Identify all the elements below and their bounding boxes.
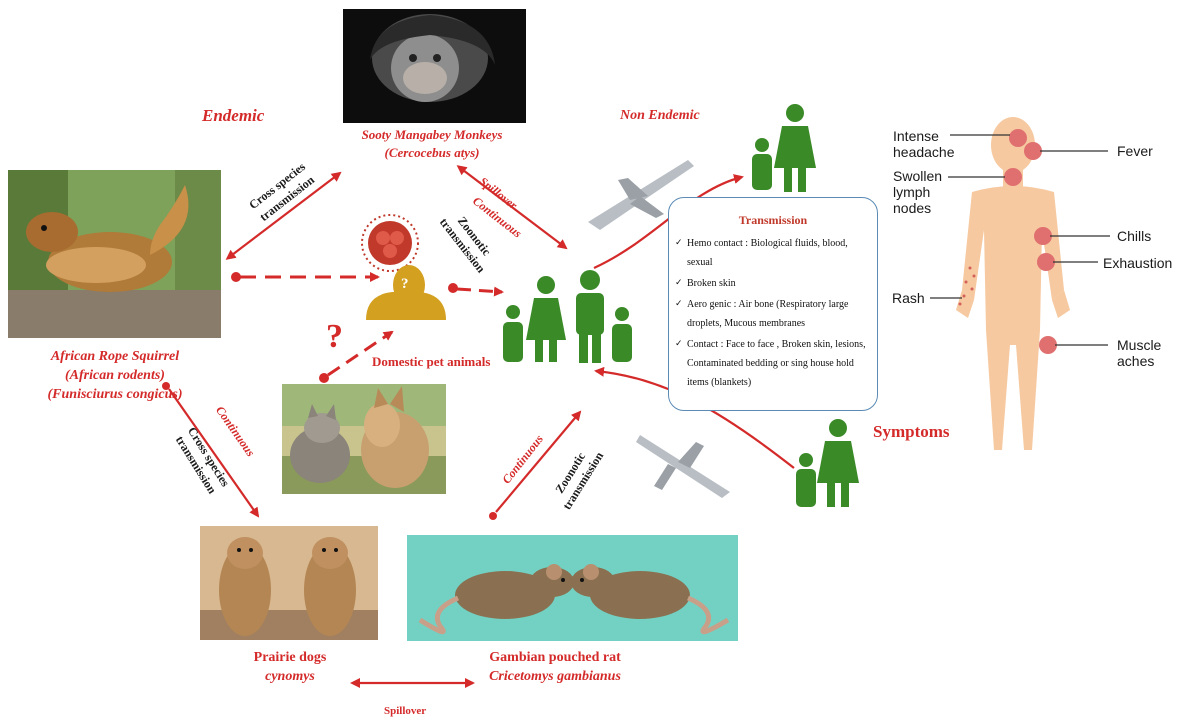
symptom-headache: Intense headache: [893, 128, 955, 160]
prairie-label: Prairie dogs cynomys: [220, 648, 360, 686]
spillover-label-bottom: Spillover: [384, 705, 427, 717]
virus-icon: [361, 214, 419, 272]
arrow-dot: [448, 283, 458, 293]
rat-label: Gambian pouched rat Cricetomys gambianus: [450, 648, 660, 686]
prairie-dogs-photo: [200, 526, 378, 640]
symptom-muscle: Muscle aches: [1117, 337, 1161, 369]
airplane-icon-top: [588, 160, 694, 230]
monkey-label: Sooty Mangabey Monkeys (Cercocebus atys): [321, 126, 543, 162]
symptom-text: headache: [893, 144, 955, 160]
arrow-dot: [489, 512, 497, 520]
rat-name: Gambian pouched rat: [489, 650, 621, 665]
people-family-nonendemic: [752, 104, 816, 192]
pets-photo: [282, 384, 446, 494]
symptom-lymph: Swollen lymph nodes: [893, 168, 942, 216]
squirrel-photo: [8, 170, 221, 338]
arrow-squirrel-monkey: [225, 171, 342, 260]
transmission-item: Broken skin: [675, 274, 873, 293]
airplane-icon-bottom: [636, 435, 730, 498]
symptom-text: nodes: [893, 200, 932, 216]
symptom-chills: Chills: [1117, 228, 1152, 244]
unknown-host-mark: ?: [401, 276, 409, 292]
symptom-exhaustion: Exhaustion: [1103, 255, 1173, 271]
arrow-dot: [162, 382, 170, 390]
arrow-pets-host: [327, 330, 394, 377]
endemic-label: Endemic: [202, 106, 265, 125]
transmission-item: Contact : Face to face , Broken skin, le…: [675, 335, 873, 392]
monkey-photo: [343, 9, 526, 123]
people-family-center: [503, 270, 632, 363]
symptom-text: Intense: [893, 128, 939, 144]
monkey-latin: (Cercocebus atys): [384, 145, 480, 160]
symptom-leader-lines: [930, 134, 1110, 346]
rat-photo: [407, 535, 738, 641]
squirrel-group: (African rodents): [65, 368, 165, 383]
people-family-symptoms: [796, 419, 859, 507]
symptom-text: Swollen: [893, 168, 943, 184]
rat-latin: Cricetomys gambianus: [489, 669, 621, 684]
transmission-title: Transmission: [738, 213, 808, 227]
squirrel-label: African Rope Squirrel (African rodents) …: [4, 347, 226, 404]
prairie-name: Prairie dogs: [253, 650, 327, 665]
arrow-squirrel-prairie: [168, 388, 260, 518]
arrow-dot: [231, 272, 241, 282]
arrow-dot: [319, 373, 329, 383]
arrow-monkey-people: [456, 165, 568, 250]
unknown-host-icon: [366, 265, 446, 320]
monkey-name: Sooty Mangabey Monkeys: [361, 127, 503, 142]
symptoms-label: Symptoms: [873, 422, 950, 441]
symptom-text: aches: [1117, 353, 1155, 369]
prairie-latin: cynomys: [265, 669, 315, 684]
symptom-rash: Rash: [892, 290, 925, 306]
squirrel-latin: (Funisciurus congicus): [47, 387, 183, 402]
transmission-box: Transmission Hemo contact : Biological f…: [668, 197, 878, 411]
symptom-text: Muscle: [1117, 337, 1162, 353]
transmission-list: Hemo contact : Biological fluids, blood,…: [675, 234, 873, 394]
symptom-text: lymph: [893, 184, 931, 200]
transmission-item: Hemo contact : Biological fluids, blood,…: [675, 234, 873, 272]
question-mark-icon: ?: [326, 318, 343, 355]
human-body-figure: [956, 117, 1070, 450]
symptom-dots: [1004, 129, 1057, 354]
non-endemic-label: Non Endemic: [620, 108, 700, 123]
squirrel-name: African Rope Squirrel: [50, 349, 180, 364]
pets-label: Domestic pet animals: [372, 354, 491, 369]
transmission-item: Aero genic : Air bone (Respiratory large…: [675, 295, 873, 333]
arrow-host-people: [456, 286, 504, 297]
rash-dots: [958, 266, 976, 306]
symptom-fever: Fever: [1117, 143, 1153, 159]
arrow-rat-people: [495, 410, 582, 513]
